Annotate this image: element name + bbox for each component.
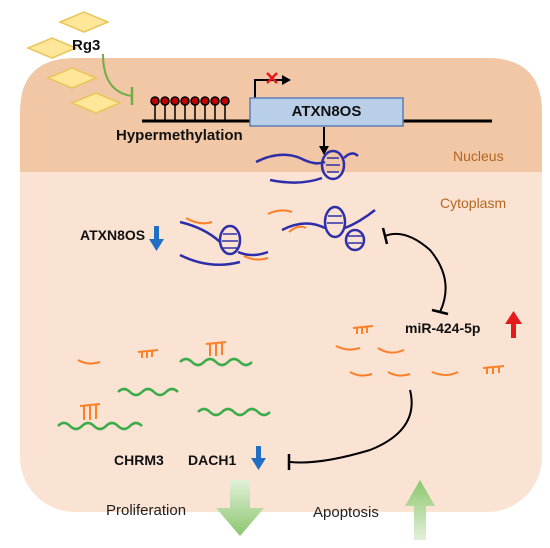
mirna-inhibits-lncrna-bar bbox=[381, 227, 389, 245]
chrm3-label: CHRM3 bbox=[114, 452, 164, 468]
mirna-fragment bbox=[431, 371, 459, 376]
gene-box-label: ATXN8OS bbox=[291, 103, 362, 120]
rg3-inhibition-curve bbox=[102, 53, 133, 97]
lncrna-label: ATXN8OS bbox=[80, 227, 146, 243]
mirna-fragment bbox=[377, 347, 405, 354]
rg3-diamond bbox=[26, 37, 78, 59]
methyl-mark bbox=[180, 96, 190, 121]
down-arrow-icon bbox=[251, 446, 266, 470]
methylation-marks bbox=[150, 96, 230, 121]
up-arrow-icon bbox=[505, 311, 522, 338]
rg3-diamonds bbox=[26, 11, 122, 114]
mrna-strand bbox=[197, 407, 271, 417]
gene-box bbox=[249, 97, 404, 127]
apoptosis-up-arrow-icon bbox=[405, 480, 435, 540]
rg3-diamond bbox=[70, 92, 122, 114]
mirna-fragment bbox=[349, 371, 373, 377]
methyl-mark bbox=[150, 96, 160, 121]
mirna-fragment bbox=[352, 325, 374, 334]
bound-mirnas bbox=[185, 209, 307, 261]
mirna-fragment bbox=[77, 359, 101, 365]
down-arrow-icon bbox=[149, 226, 164, 251]
cross-mark-icon bbox=[266, 72, 278, 84]
methyl-mark bbox=[160, 96, 170, 121]
proliferation-down-arrow-icon bbox=[216, 480, 264, 536]
nuclear-lncrna bbox=[255, 149, 359, 184]
free-mirnas bbox=[335, 325, 505, 377]
mirna-fragment bbox=[387, 371, 411, 377]
tss-arrowhead bbox=[282, 75, 291, 85]
methyl-mark bbox=[170, 96, 180, 121]
rg3-diamond bbox=[58, 11, 110, 33]
mirna-inhibits-lncrna-curve bbox=[384, 232, 447, 313]
proliferation-label: Proliferation bbox=[106, 502, 187, 519]
methyl-mark bbox=[200, 96, 210, 121]
apoptosis-label: Apoptosis bbox=[313, 504, 379, 521]
mirna-fragment bbox=[137, 349, 159, 358]
target-mrnas bbox=[57, 357, 271, 431]
mirna-fragment bbox=[335, 345, 361, 351]
cytoplasm-label: Cytoplasm bbox=[440, 195, 507, 211]
mirna-inhibits-targets-curve bbox=[289, 389, 413, 464]
dach1-label: DACH1 bbox=[188, 452, 237, 468]
mirna-fragment bbox=[205, 341, 227, 356]
mirna-label: miR-424-5p bbox=[405, 320, 481, 336]
mrna-bound-mirnas bbox=[77, 341, 227, 420]
mirna-fragment bbox=[79, 403, 101, 420]
rg3-label: Rg3 bbox=[72, 37, 101, 54]
mirna-fragment bbox=[482, 365, 505, 374]
mrna-strand bbox=[57, 421, 143, 431]
hypermethylation-label: Hypermethylation bbox=[116, 127, 243, 144]
mrna-strand bbox=[117, 387, 179, 397]
rg3-diamond bbox=[46, 67, 98, 89]
methyl-mark bbox=[210, 96, 220, 121]
cytoplasmic-lncrna-1 bbox=[179, 220, 269, 267]
mrna-strand bbox=[179, 357, 253, 367]
methyl-mark bbox=[190, 96, 200, 121]
cytoplasmic-lncrna-2 bbox=[281, 205, 376, 252]
lncrna-inhibits-mirna-bar bbox=[431, 308, 449, 316]
transcription-arrowhead bbox=[319, 146, 329, 155]
methyl-mark bbox=[220, 96, 230, 121]
nucleus-label: Nucleus bbox=[453, 148, 504, 164]
